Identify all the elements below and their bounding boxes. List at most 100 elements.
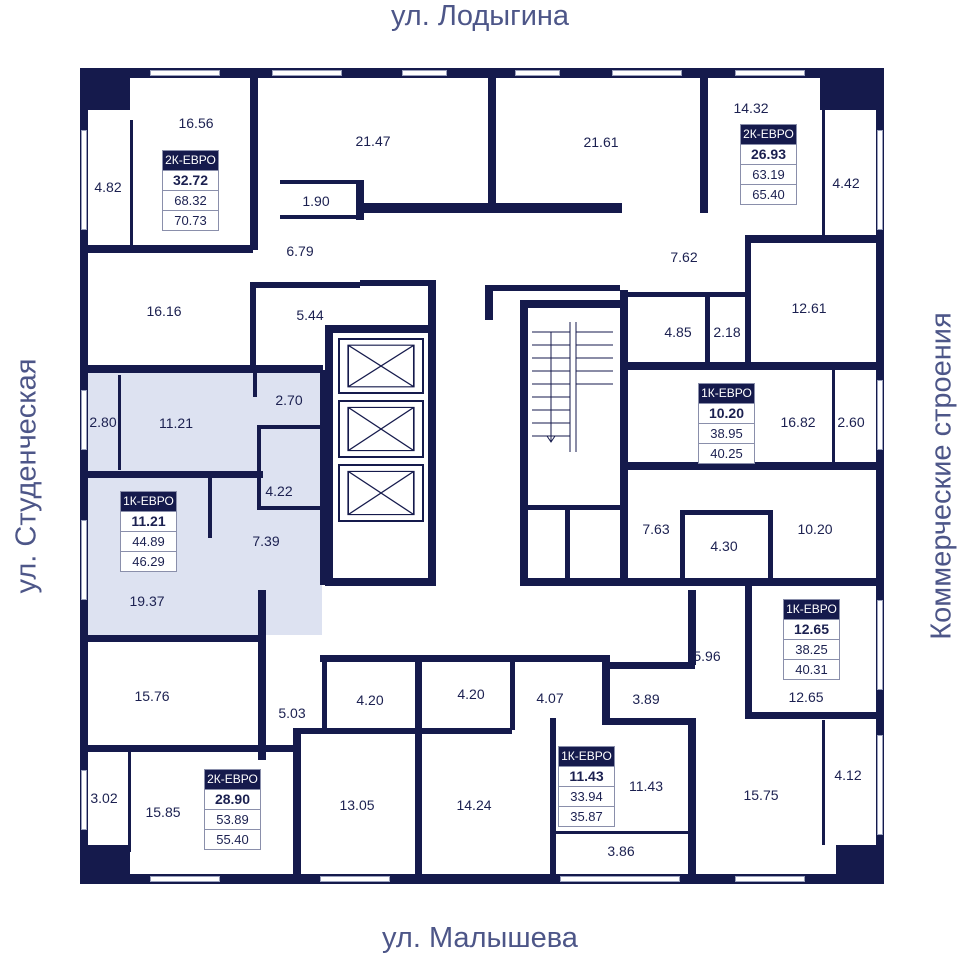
- wall: [680, 510, 685, 580]
- room-area: 15.75: [743, 787, 779, 803]
- apartment-badge[interactable]: 2К-ЕВРО 28.90 53.89 55.40: [204, 769, 261, 850]
- apartment-type: 1К-ЕВРО: [699, 384, 754, 403]
- room-area: 14.32: [733, 100, 769, 116]
- elevator-2: [338, 400, 424, 458]
- room-area: 7.63: [642, 521, 670, 537]
- window: [81, 130, 87, 230]
- wall: [620, 578, 877, 586]
- window: [877, 600, 883, 690]
- wall: [250, 282, 256, 372]
- wall: [88, 635, 263, 642]
- balcony-divider: [130, 120, 133, 246]
- wall: [280, 215, 360, 219]
- outer-wall-right: [876, 92, 884, 860]
- core-wall: [360, 280, 435, 286]
- apartment-badge-highlighted[interactable]: 1К-ЕВРО 11.21 44.89 46.29: [120, 491, 177, 572]
- total-area: 63.19: [741, 164, 796, 184]
- core-wall: [428, 280, 436, 586]
- wall: [257, 506, 322, 510]
- wall: [620, 290, 628, 582]
- total-area: 38.25: [784, 639, 839, 659]
- wall: [88, 245, 253, 253]
- wall: [602, 662, 610, 722]
- window: [320, 876, 390, 882]
- apartment-type: 1К-ЕВРО: [121, 492, 176, 511]
- corner-tr: [820, 68, 884, 110]
- total-area-with-balcony: 35.87: [559, 806, 614, 826]
- room-area: 5.96: [693, 648, 721, 664]
- balcony-divider: [822, 720, 825, 845]
- balcony-divider: [822, 110, 825, 237]
- wall: [705, 292, 710, 362]
- wall: [768, 510, 773, 580]
- apartment-type: 2К-ЕВРО: [205, 770, 260, 789]
- room-area: 16.16: [146, 303, 182, 319]
- total-area-with-balcony: 40.25: [699, 443, 754, 463]
- room-area: 4.85: [664, 324, 692, 340]
- living-area: 10.20: [699, 403, 754, 423]
- wall: [688, 718, 696, 876]
- room-area: 2.60: [837, 414, 865, 430]
- room-area: 5.03: [278, 705, 306, 721]
- wall: [322, 660, 327, 730]
- wall: [620, 362, 877, 370]
- wall: [250, 78, 258, 250]
- elevator-x-icon: [347, 470, 415, 516]
- wall: [280, 180, 360, 184]
- apartment-badge[interactable]: 1К-ЕВРО 12.65 38.25 40.31: [783, 599, 840, 680]
- wall: [602, 718, 694, 725]
- room-area: 11.43: [629, 778, 663, 794]
- window: [150, 70, 220, 76]
- wall: [605, 662, 695, 669]
- core-wall: [520, 300, 528, 585]
- living-area: 11.43: [559, 766, 614, 786]
- apartment-type: 1К-ЕВРО: [784, 600, 839, 619]
- total-area: 44.89: [121, 531, 176, 551]
- room-area: 4.82: [94, 179, 122, 195]
- room-area: 11.21: [159, 415, 193, 431]
- window: [735, 876, 805, 882]
- room-area: 13.05: [339, 797, 375, 813]
- wall: [550, 718, 556, 876]
- wall: [320, 370, 327, 585]
- total-area: 38.95: [699, 423, 754, 443]
- room-area: 1.90: [302, 193, 330, 209]
- wall: [745, 586, 752, 716]
- wall: [625, 292, 750, 297]
- wall: [745, 235, 751, 365]
- room-area: 15.76: [134, 688, 170, 704]
- staircase-icon: [532, 322, 613, 452]
- room-area: 2.70: [275, 392, 303, 408]
- core-wall: [325, 578, 435, 586]
- total-area-with-balcony: 46.29: [121, 551, 176, 571]
- room-area: 2.80: [89, 414, 117, 430]
- apartment-badge[interactable]: 1К-ЕВРО 11.43 33.94 35.87: [558, 746, 615, 827]
- apartment-badge[interactable]: 1К-ЕВРО 10.20 38.95 40.25: [698, 383, 755, 464]
- wall: [257, 425, 322, 429]
- wall: [745, 235, 877, 243]
- apartment-badge[interactable]: 2К-ЕВРО 26.93 63.19 65.40: [740, 124, 797, 205]
- window: [81, 770, 87, 830]
- room-area: 16.56: [178, 115, 214, 131]
- window: [877, 735, 883, 835]
- window: [515, 70, 560, 76]
- elevator-x-icon: [347, 406, 415, 452]
- street-label-top: ул. Лодыгина: [390, 0, 570, 32]
- room-area: 6.79: [286, 243, 314, 259]
- room-area: 4.20: [457, 686, 485, 702]
- total-area: 53.89: [205, 809, 260, 829]
- wall: [488, 78, 496, 213]
- living-area: 26.93: [741, 144, 796, 164]
- wall: [208, 478, 212, 538]
- apartment-badge[interactable]: 2К-ЕВРО 32.72 68.32 70.73: [162, 150, 219, 231]
- wall: [300, 728, 512, 734]
- window: [81, 390, 87, 450]
- balcony-divider: [118, 375, 121, 470]
- window: [81, 520, 87, 600]
- window: [560, 876, 680, 882]
- room-area: 12.61: [791, 300, 827, 316]
- room-area: 4.30: [710, 538, 738, 554]
- wall: [620, 462, 877, 470]
- room-area: 5.44: [296, 307, 324, 323]
